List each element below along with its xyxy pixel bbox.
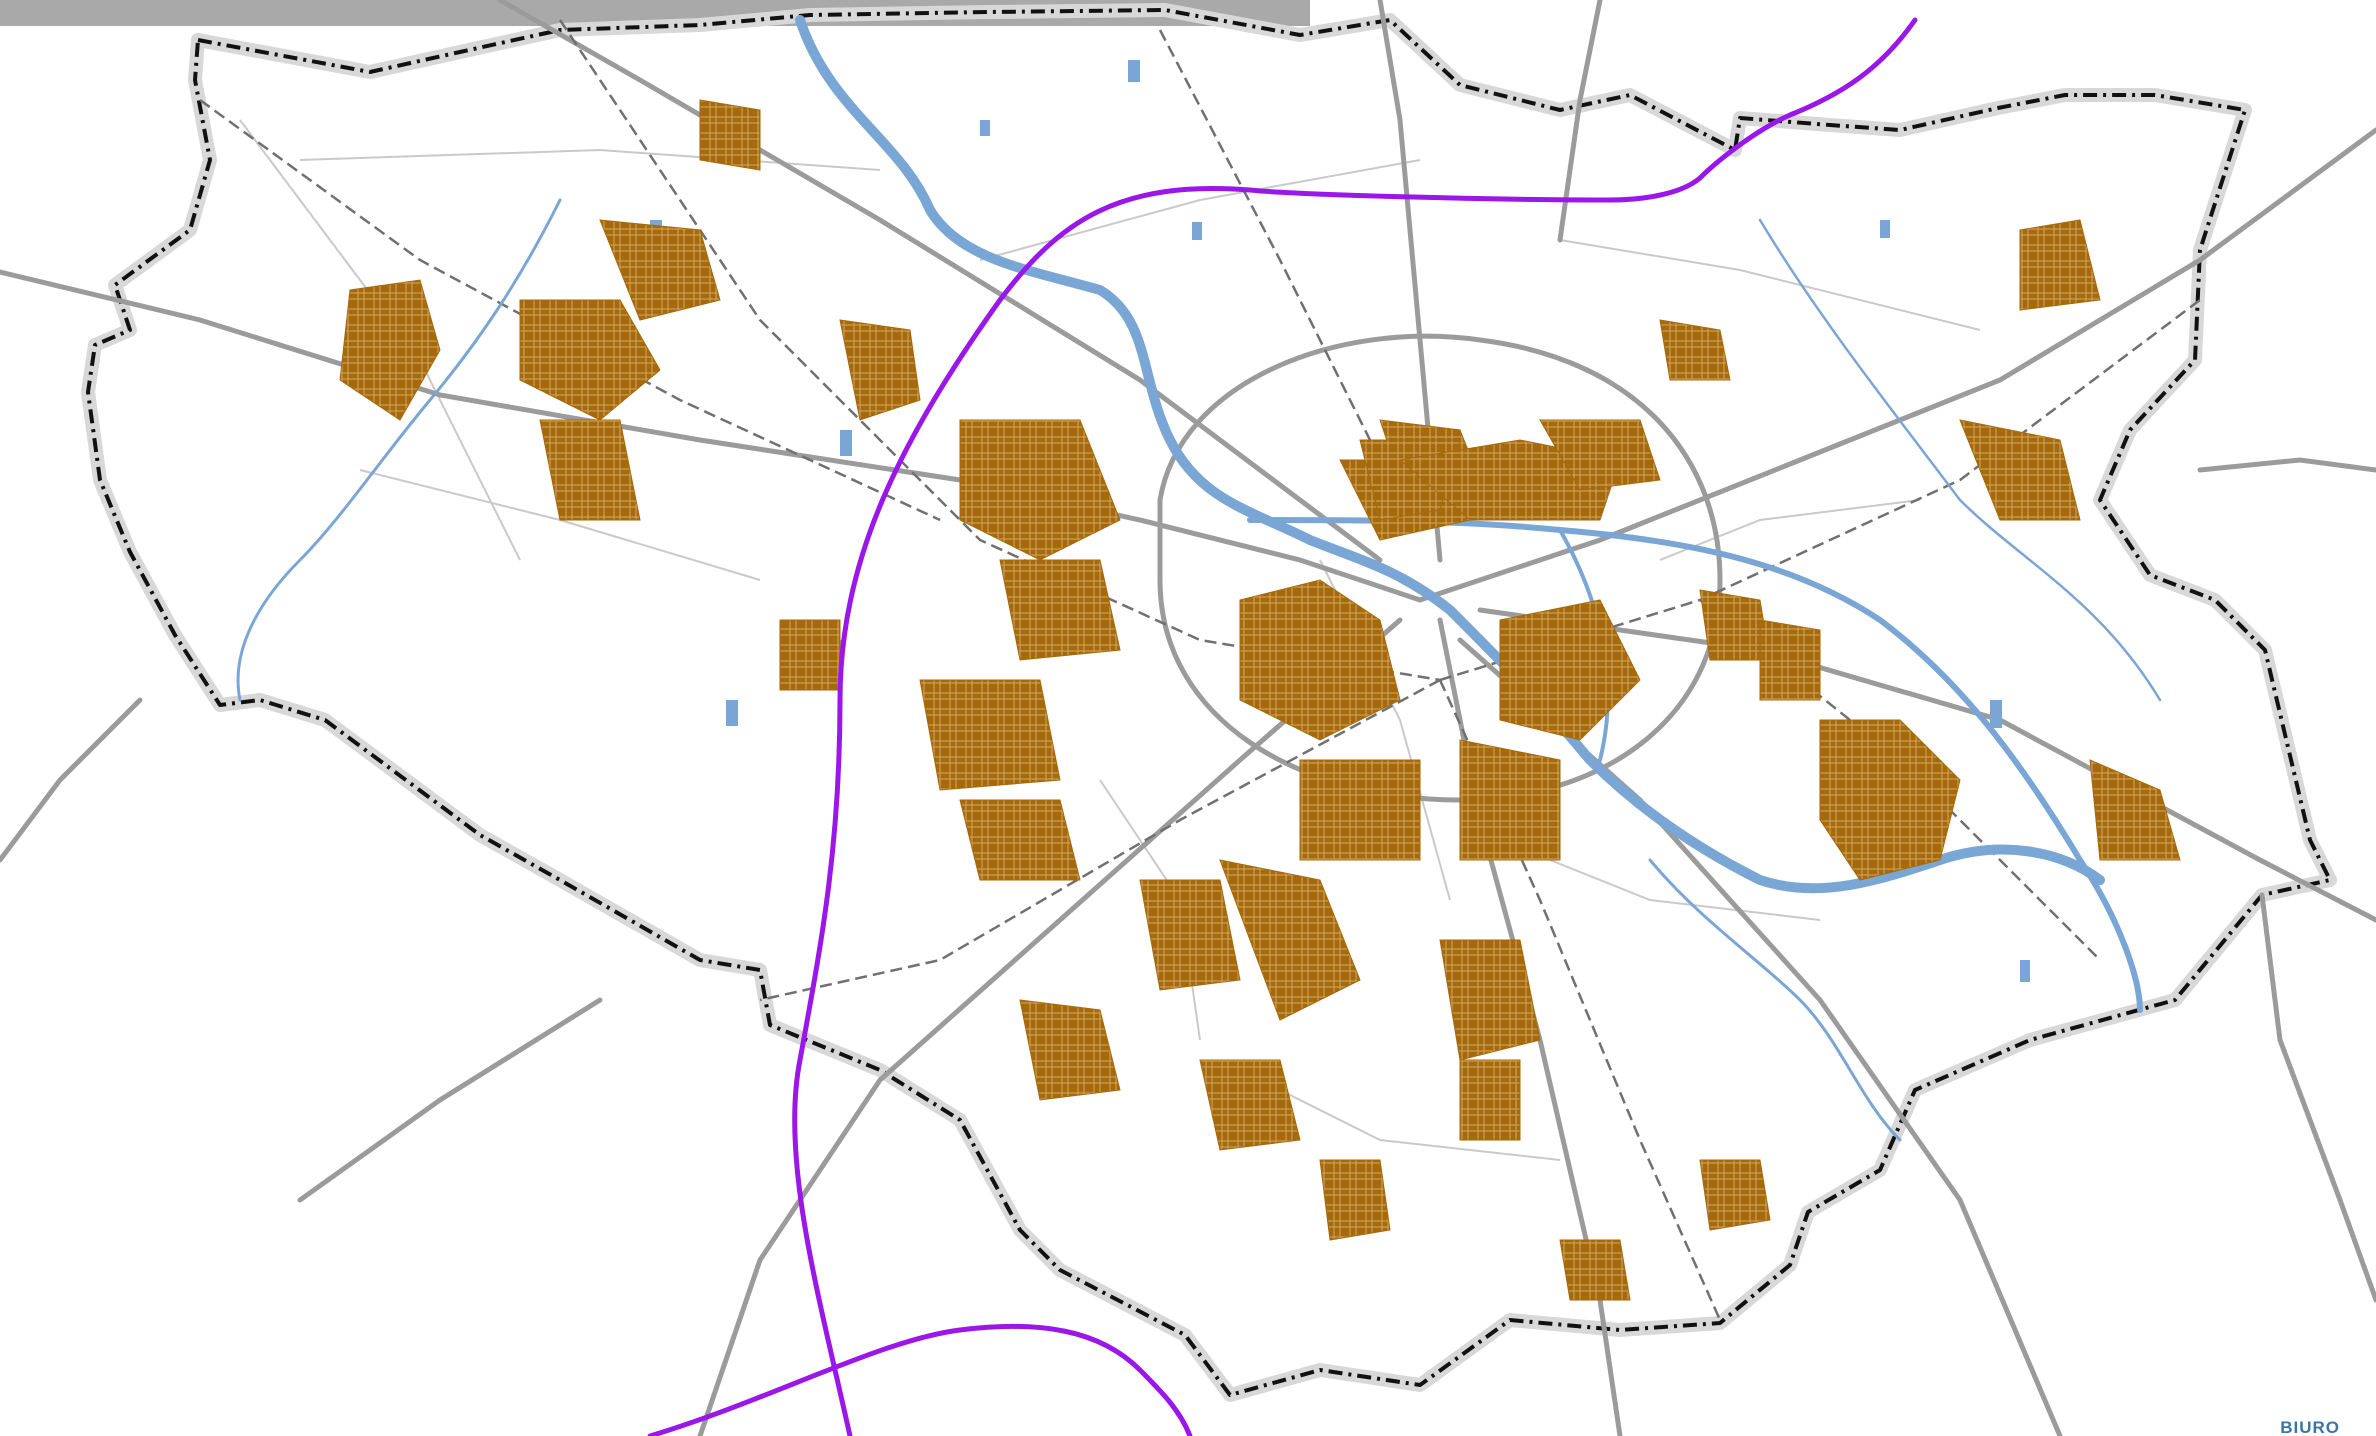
road-far-southwest: [297, 997, 603, 1203]
road-far-west: [0, 697, 143, 863]
road-southwest: [697, 617, 1403, 1436]
bypass-west: [792, 17, 1918, 1436]
bypass-south: [647, 1323, 1193, 1436]
logo: BIURO: [2280, 1420, 2340, 1436]
road-far-southeast: [2259, 892, 2376, 1303]
road-ne-2: [1557, 0, 1603, 243]
river-tributary-east: [1758, 218, 2162, 702]
road-northwest: [497, 0, 1383, 563]
road-far-east: [2197, 457, 2376, 473]
river-main: [795, 15, 2105, 894]
river-tributary-south: [1648, 858, 1902, 1142]
city-boundary: [81, 3, 2337, 1402]
built-up-areas: [339, 99, 2181, 1301]
road-west-east: [0, 269, 1423, 603]
river-tributary-west: [236, 198, 562, 702]
bypass-ring: [647, 17, 1918, 1436]
road-ring-inner: [1157, 333, 1723, 803]
city-boundary-line: [86, 8, 2332, 1397]
